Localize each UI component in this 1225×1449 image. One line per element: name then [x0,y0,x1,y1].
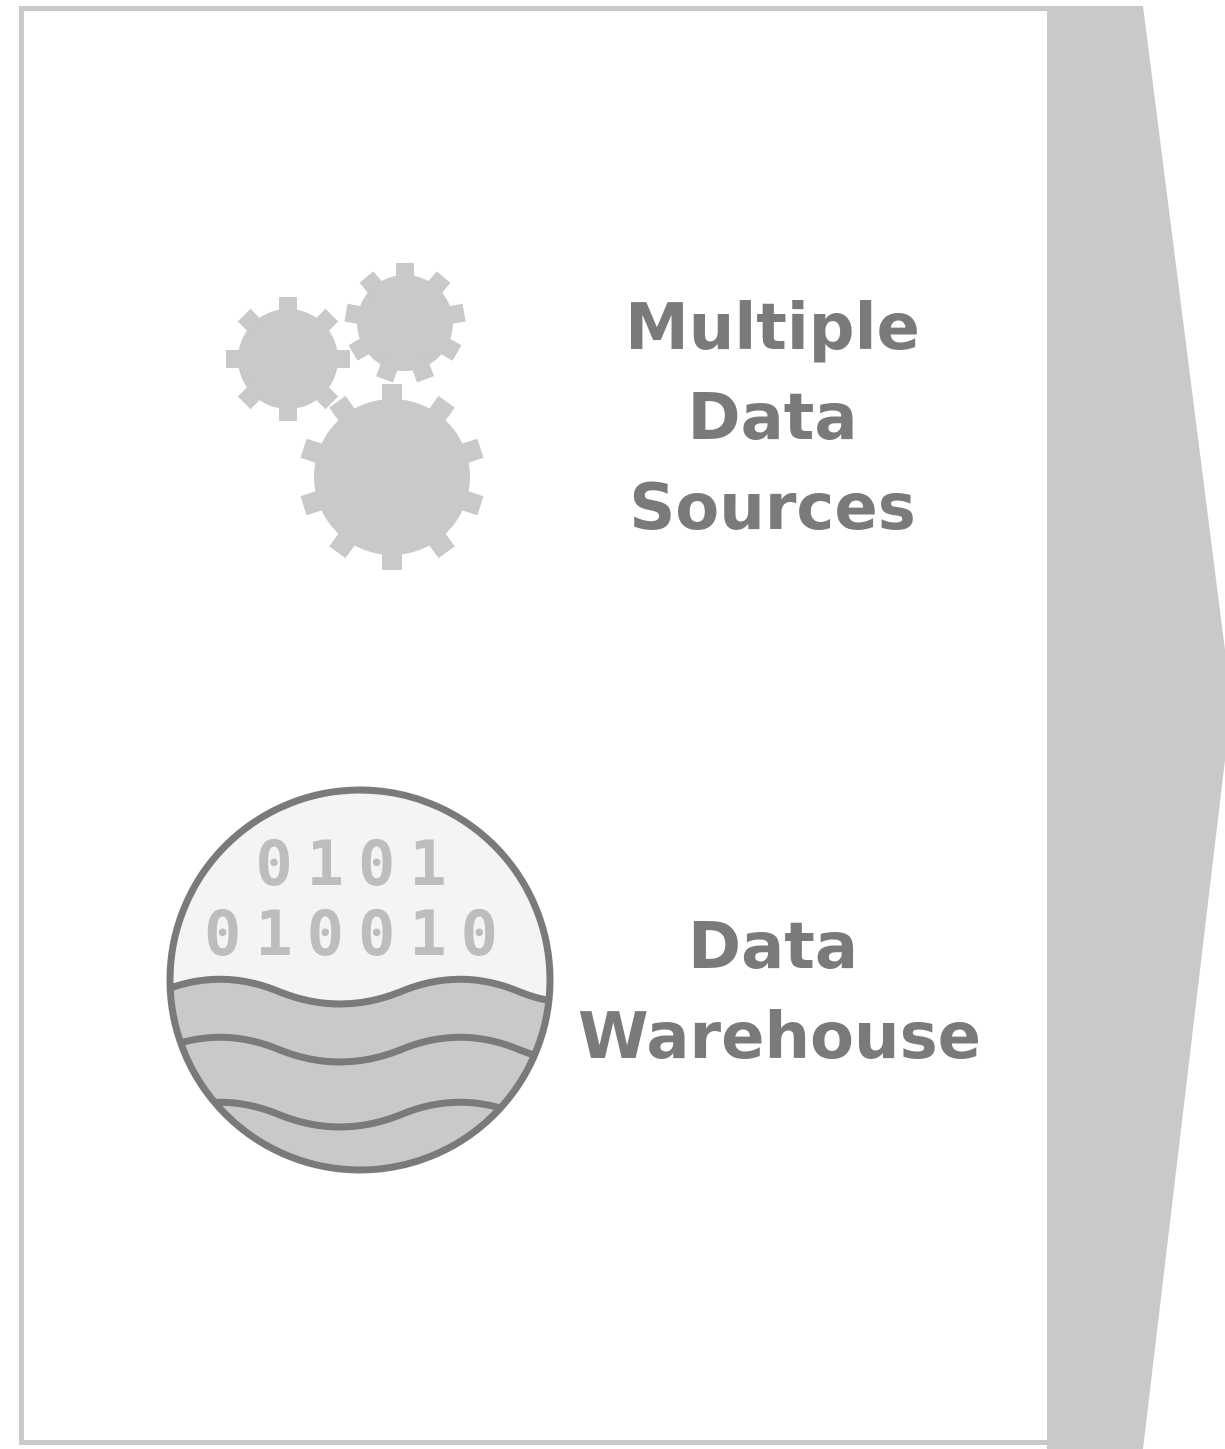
sources-label-line-2: Data [687,381,858,455]
data-lake-icon: 0101 010010 [166,786,554,1174]
sources-label-line-1: Multiple [625,291,920,365]
diagram-panel [19,6,1047,1445]
binary-row-1: 0101 [255,827,460,900]
binary-row-2: 010010 [204,897,512,970]
gears-icon [226,263,484,570]
sources-label-line-3: Sources [629,471,916,545]
warehouse-label-line-1: Data [687,910,859,984]
warehouse-label-line-2: Warehouse [578,1000,982,1074]
sources-label: Multiple Data Sources [590,283,955,553]
warehouse-label: Data Warehouse [578,902,982,1082]
